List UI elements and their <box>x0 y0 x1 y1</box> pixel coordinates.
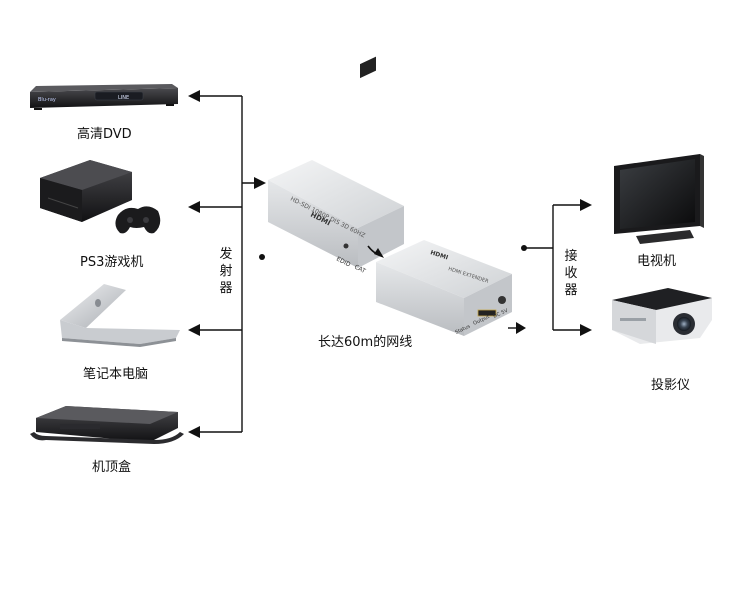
tx-rj45-port <box>360 56 376 79</box>
label-cable: 长达60m的网线 <box>318 335 413 350</box>
stb-top <box>36 406 178 424</box>
tx-cat-label: CAT <box>353 264 367 276</box>
transmitter-junction-dot <box>259 254 265 260</box>
ps3-stick-left <box>127 217 133 223</box>
dvd-brand: LINE <box>118 95 129 101</box>
label-transmitter: 发射器 <box>219 247 233 296</box>
ps3-console-image <box>40 160 161 234</box>
receiver-image: HDMI HDMI EXTENDER Status Output DC 5V <box>376 240 512 336</box>
arrow-receiver-out <box>516 322 526 334</box>
ps3-slot <box>47 197 79 209</box>
ps3-controller <box>115 206 161 234</box>
arrow-laptop <box>188 324 200 336</box>
tx-side <box>268 180 358 268</box>
laptop-lid <box>60 284 126 328</box>
set-top-box-image <box>30 406 184 444</box>
projector-top <box>612 288 712 310</box>
projector-front <box>612 300 656 344</box>
dvd-display <box>94 91 144 101</box>
receiver-junction-dot <box>521 245 527 251</box>
transmitter-bus <box>198 95 262 433</box>
label-stb: 机顶盒 <box>92 460 132 475</box>
transmitter-image: HD-SDI 1080P DIS 3D 60HZ HDMI EDID CAT <box>268 56 404 276</box>
dvd-logo: Blu-ray <box>38 97 56 103</box>
projector-image <box>612 288 712 344</box>
rx-front <box>464 274 512 336</box>
label-projector: 投影仪 <box>651 378 691 393</box>
arrow-tv <box>580 199 592 211</box>
tx-top <box>268 160 404 228</box>
ps3-top <box>40 160 132 190</box>
label-ps3: PS3游戏机 <box>80 255 144 270</box>
tx-edid-button <box>343 243 349 249</box>
arrow-transmitter-in <box>254 177 266 189</box>
dvd-foot-right <box>166 104 174 106</box>
source-arrows <box>188 90 266 438</box>
rx-hdmi-port <box>477 309 497 317</box>
tv-side <box>700 154 704 228</box>
label-dvd: 高清DVD <box>77 127 132 142</box>
dvd-top <box>30 84 178 92</box>
arrow-ps3 <box>188 201 200 213</box>
dvd-player-image: Blu-ray LINE <box>30 84 178 110</box>
rx-dc-port <box>498 296 506 304</box>
projector-vent <box>620 318 646 321</box>
stb-stand <box>30 432 184 444</box>
arrow-projector <box>580 324 592 336</box>
tv-stand <box>636 230 694 244</box>
dvd-foot-left <box>34 108 42 110</box>
receiver-bus <box>508 204 580 331</box>
rx-side <box>376 262 464 336</box>
laptop-base <box>60 320 180 344</box>
arrow-stb <box>188 426 200 438</box>
tv-image <box>614 154 704 244</box>
ps3-front <box>40 178 82 222</box>
ps3-stick-right <box>143 217 149 223</box>
tx-front <box>358 206 404 268</box>
label-receiver: 接收器 <box>564 249 578 298</box>
laptop-logo <box>95 299 101 307</box>
label-tv: 电视机 <box>637 254 677 269</box>
stb-panel <box>60 424 100 429</box>
cable-arrow <box>374 248 384 258</box>
projector-lens <box>677 317 691 331</box>
tv-screen <box>620 159 695 229</box>
arrow-dvd <box>188 90 200 102</box>
sink-arrows <box>516 199 592 336</box>
rx-top <box>376 240 512 298</box>
laptop-image <box>60 284 180 347</box>
laptop-edge <box>62 338 176 347</box>
label-laptop: 笔记本电脑 <box>83 367 149 382</box>
